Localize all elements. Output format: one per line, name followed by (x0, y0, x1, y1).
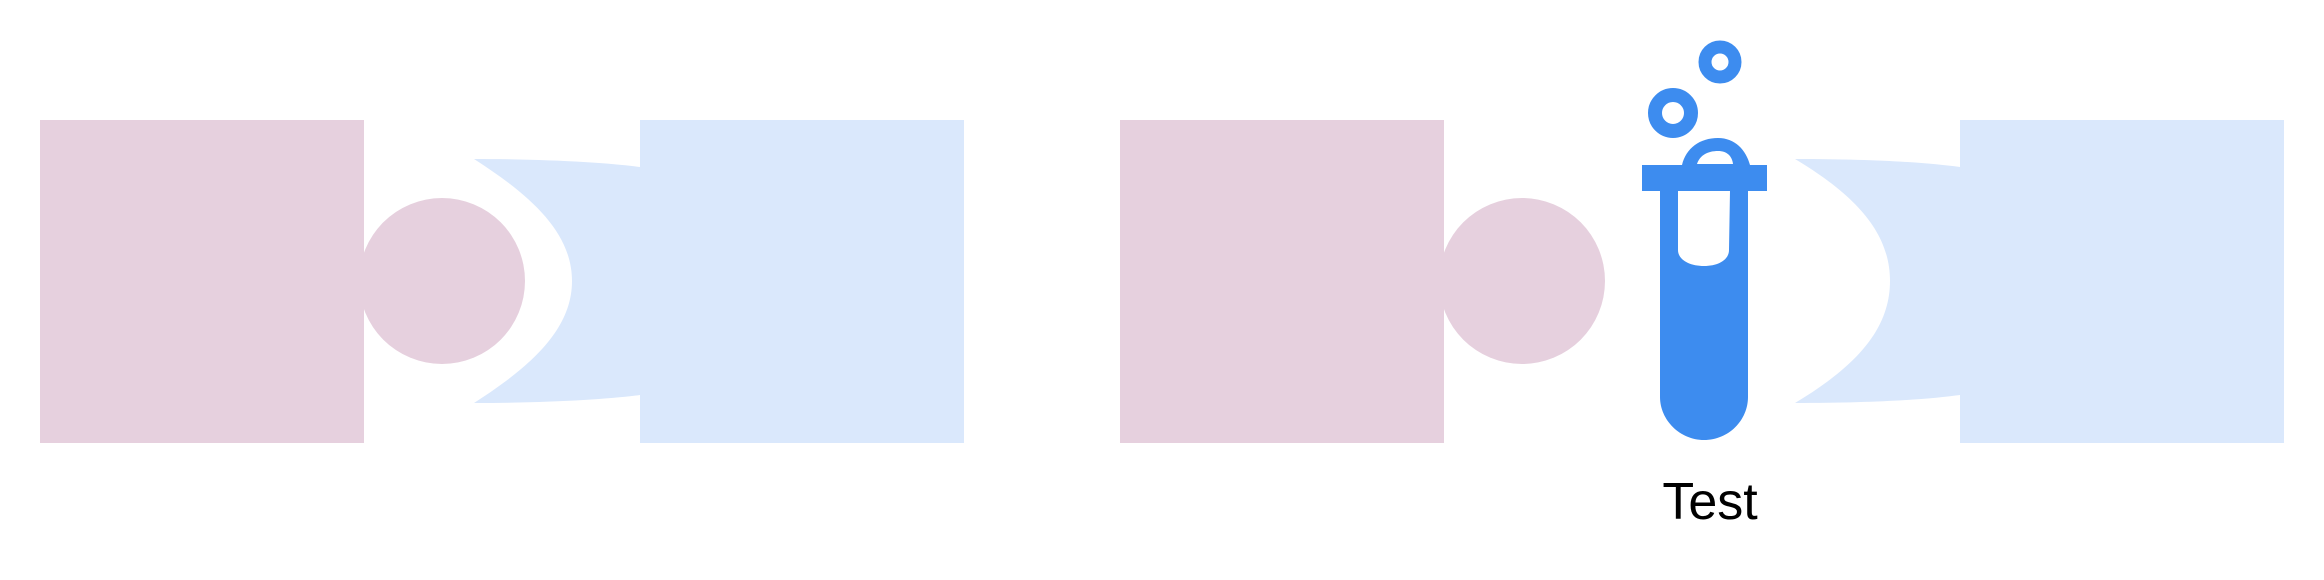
test-label: Test (1662, 473, 1758, 531)
consumer-box-right (1960, 120, 2284, 443)
consumer-box-left (640, 120, 964, 443)
provider-box-left (40, 120, 364, 443)
tube-rim (1642, 165, 1767, 191)
provider-component-right[interactable] (1120, 120, 1605, 443)
left-interface-pair (40, 120, 964, 443)
ball-connector-left (362, 258, 376, 304)
tube-body (1660, 191, 1748, 440)
consumer-component-left[interactable] (474, 120, 964, 443)
consumer-component-right[interactable] (1795, 120, 2284, 443)
bubble-small (1698, 40, 1742, 84)
required-interface-socket-right (1795, 159, 1960, 403)
right-interface-pair: Test (1120, 40, 2284, 531)
provided-interface-ball-left (359, 198, 525, 364)
ball-connector-right (1442, 258, 1456, 304)
required-interface-socket-left (474, 159, 640, 403)
provided-interface-ball-right (1439, 198, 1605, 364)
provider-component-left[interactable] (40, 120, 525, 443)
provider-box-right (1120, 120, 1444, 443)
bubble-large (1648, 88, 1698, 138)
test-tube-icon[interactable] (1642, 40, 1767, 440)
tube-cap (1682, 138, 1750, 165)
